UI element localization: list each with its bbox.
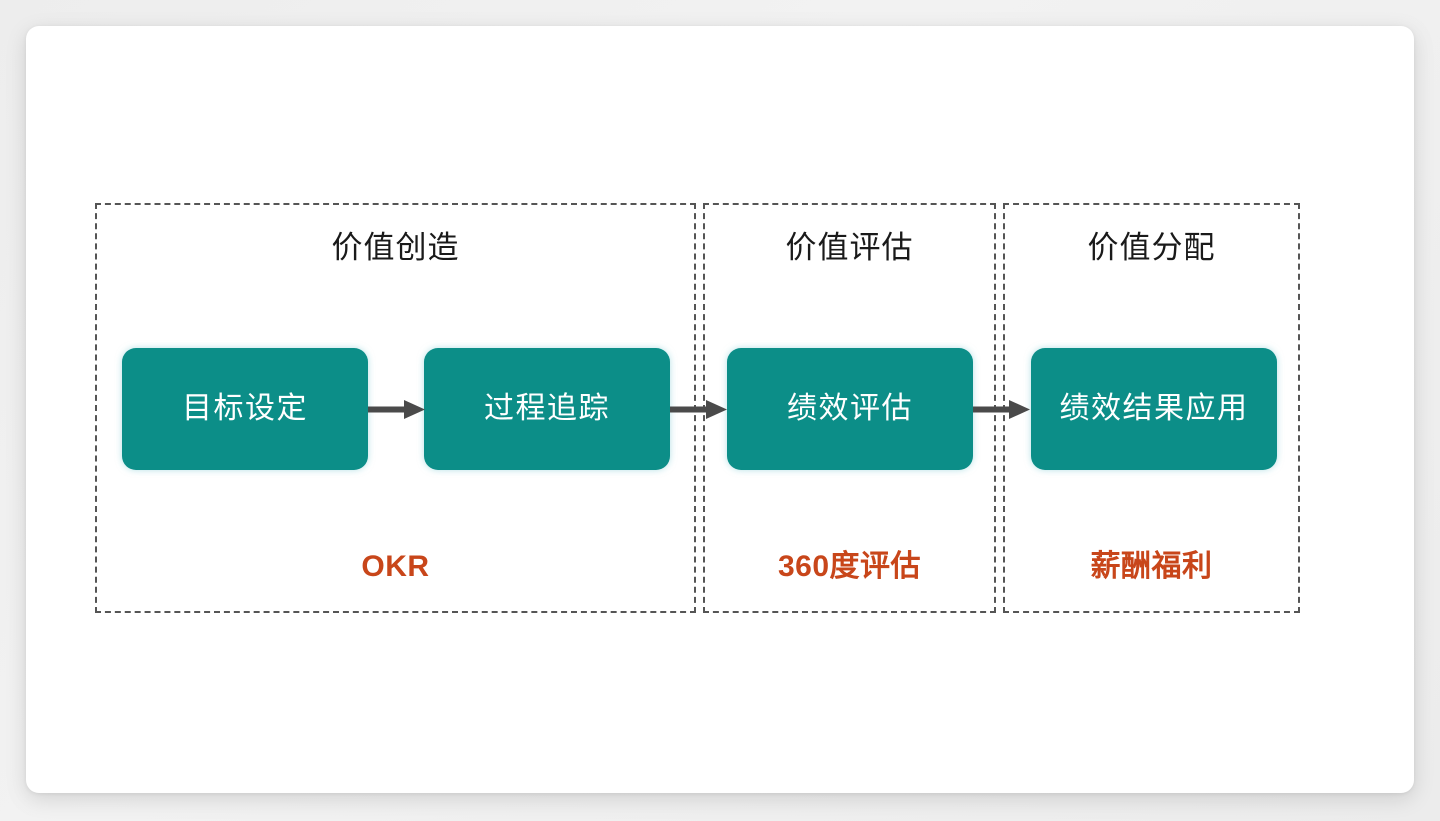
phase-tag-value-creation: OKR	[361, 550, 430, 583]
step-box-process-tracking[interactable]: 过程追踪	[424, 348, 670, 470]
step-box-goal-setting[interactable]: 目标设定	[122, 348, 368, 470]
step-label-goal-setting: 目标设定	[182, 392, 308, 425]
step-box-performance-result-application[interactable]: 绩效结果应用	[1031, 348, 1277, 470]
step-box-performance-evaluation[interactable]: 绩效评估	[727, 348, 973, 470]
step-label-process-tracking: 过程追踪	[484, 392, 610, 425]
step-label-performance-evaluation: 绩效评估	[787, 392, 913, 425]
phase-title-value-assessment: 价值评估	[785, 230, 914, 265]
process-flow-diagram: 价值创造 OKR 价值评估 360度评估 价值分配 薪酬福利 目标设定 过程追踪…	[26, 26, 1414, 793]
phase-title-value-distribution: 价值分配	[1087, 230, 1216, 265]
arrow-right-icon	[368, 400, 425, 419]
slide-card: 价值创造 OKR 价值评估 360度评估 价值分配 薪酬福利 目标设定 过程追踪…	[26, 26, 1414, 793]
phase-container-value-distribution: 价值分配 薪酬福利	[1003, 203, 1300, 613]
step-label-performance-result-application: 绩效结果应用	[1059, 392, 1249, 425]
phase-tag-value-distribution: 薪酬福利	[1090, 550, 1213, 583]
arrow-right-icon	[973, 400, 1030, 419]
phase-title-value-creation: 价值创造	[331, 230, 460, 265]
arrow-right-icon	[670, 400, 727, 419]
phase-tag-value-assessment: 360度评估	[777, 550, 922, 583]
phase-container-value-creation: 价值创造 OKR	[95, 203, 696, 613]
